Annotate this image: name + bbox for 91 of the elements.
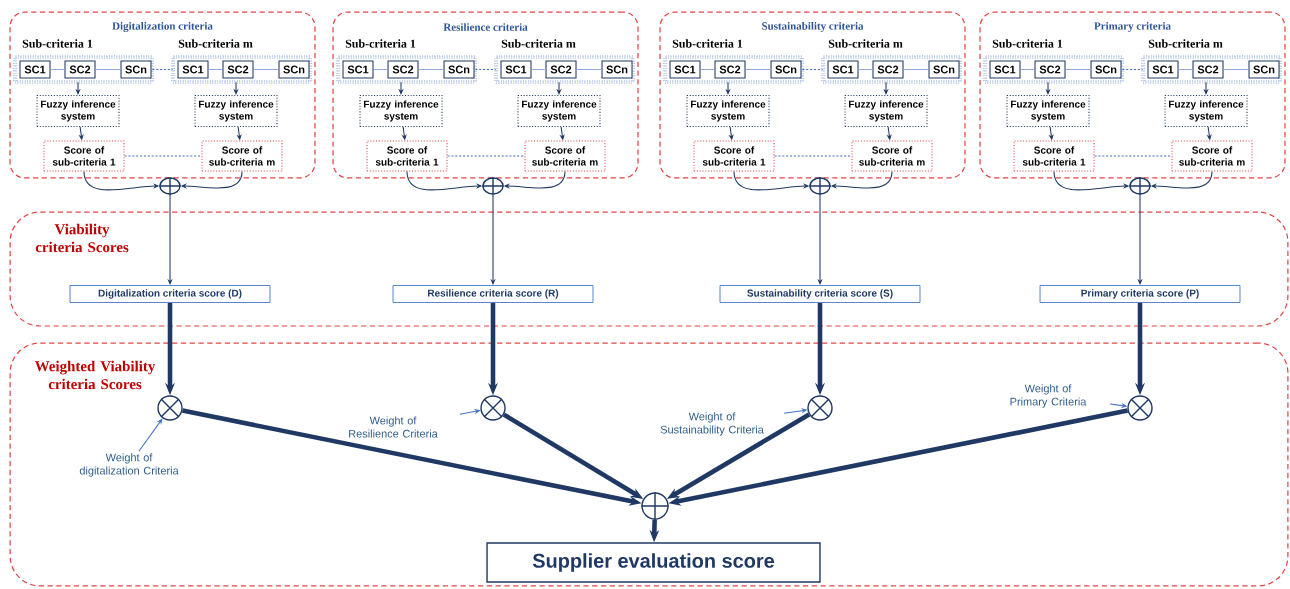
sub-criteria-score-box: Score of sub-criteria 1 [693,140,775,172]
connector-line [373,68,388,71]
sub-criterion-box: SC2 [714,60,746,79]
inference-box: Fuzzy inference system [686,95,770,128]
connector-line [576,68,602,71]
connector-line [1121,68,1144,71]
sub-criterion-box: SCn [1090,60,1122,79]
sub-criterion-box: SCn [443,60,475,79]
sub-criteria-score-box: Score of sub-criteria m [524,140,606,172]
sum-symbol [808,176,832,196]
connector-line [474,68,497,71]
connector-line [50,68,65,71]
criteria-score-box: Resilience criteria score (R) [392,285,594,303]
connector-line [700,68,715,71]
node-label: Sub-criteria 1 [992,39,1063,48]
product-symbol [1127,395,1153,421]
node-label: Sub-criteria m [178,39,253,48]
sub-criterion-box: SCn [770,60,802,79]
inference-box: Fuzzy inference system [359,95,443,128]
sub-criterion-box: SCn [928,60,960,79]
connector-line [858,68,873,71]
criteria-score-box: Primary criteria score (P) [1039,285,1241,303]
weight-text: Weight of Sustainability Criteria [660,412,764,436]
product-symbol [480,395,506,421]
inference-box: Fuzzy inference system [1164,95,1248,128]
connector-line [903,68,929,71]
node-label: Sub-criteria m [501,39,576,48]
connector-line [531,68,546,71]
sub-criteria-score-box: Score of sub-criteria m [1171,140,1253,172]
sub-criterion-box: SCn [120,60,152,79]
sub-criterion-box: SC1 [669,60,701,79]
sub-criterion-box: SC2 [872,60,904,79]
connector-line [1065,68,1091,71]
product-symbol [807,395,833,421]
sub-criterion-box: SC2 [1192,60,1224,79]
sub-criteria-score-box: Score of sub-criteria 1 [366,140,448,172]
connector-line [418,68,444,71]
connector-line [151,68,174,71]
connector-line [1094,155,1172,157]
inference-box: Fuzzy inference system [1006,95,1090,128]
connector-line [124,155,202,157]
connector-line [801,68,824,71]
sub-criterion-box: SC2 [1034,60,1066,79]
weight-text: Weight of digitalization Criteria [79,453,179,477]
sub-criterion-box: SC2 [387,60,419,79]
connector-line [253,68,279,71]
sum-symbol [1128,176,1152,196]
weight-text: Weight of Resilience Criteria [349,416,438,438]
sub-criterion-box: SC1 [1147,60,1179,79]
criteria-score-box: Sustainability criteria score (S) [719,285,921,303]
sub-criterion-box: SC1 [177,60,209,79]
connector-line [745,68,771,71]
sum-symbol [158,176,182,196]
node-label: Sub-criteria m [1148,39,1223,48]
inference-box: Fuzzy inference system [517,95,601,128]
sub-criterion-box: SCn [1248,60,1280,79]
node-label: Sub-criteria m [828,39,903,48]
sub-criterion-box: SC2 [545,60,577,79]
sub-criterion-box: SC1 [342,60,374,79]
connector-line [208,68,223,71]
inference-box: Fuzzy inference system [194,95,278,128]
sub-criterion-box: SC1 [19,60,51,79]
sub-criterion-box: SCn [278,60,310,79]
inference-box: Fuzzy inference system [844,95,928,128]
node-label: Sub-criteria 1 [345,39,416,48]
connector-line [1020,68,1035,71]
result-box: Supplier evaluation score [486,542,821,583]
sub-criterion-box: SCn [601,60,633,79]
node-label: Sub-criteria 1 [22,39,93,48]
sub-criteria-score-box: Score of sub-criteria 1 [43,140,125,172]
sub-criterion-box: SC1 [500,60,532,79]
sub-criterion-box: SC2 [222,60,254,79]
weight-text: Weight of Primary Criteria [1010,384,1087,408]
sub-criteria-score-box: Score of sub-criteria m [851,140,933,172]
leader-arrow [138,418,163,452]
product-symbol [157,395,183,421]
sub-criteria-score-box: Score of sub-criteria m [201,140,283,172]
node-label: Sub-criteria 1 [672,39,743,48]
connector-line [1223,68,1249,71]
sub-criterion-box: SC1 [989,60,1021,79]
sub-criterion-box: SC2 [64,60,96,79]
sum-symbol [640,491,670,521]
sub-criteria-score-box: Score of sub-criteria 1 [1013,140,1095,172]
connector-line [447,155,525,157]
sub-criterion-box: SC1 [827,60,859,79]
sum-symbol [481,176,505,196]
criteria-score-box: Digitalization criteria score (D) [69,285,271,303]
connector-line [774,155,852,157]
inference-box: Fuzzy inference system [36,95,120,128]
connector-line [95,68,121,71]
connector-line [1178,68,1193,71]
